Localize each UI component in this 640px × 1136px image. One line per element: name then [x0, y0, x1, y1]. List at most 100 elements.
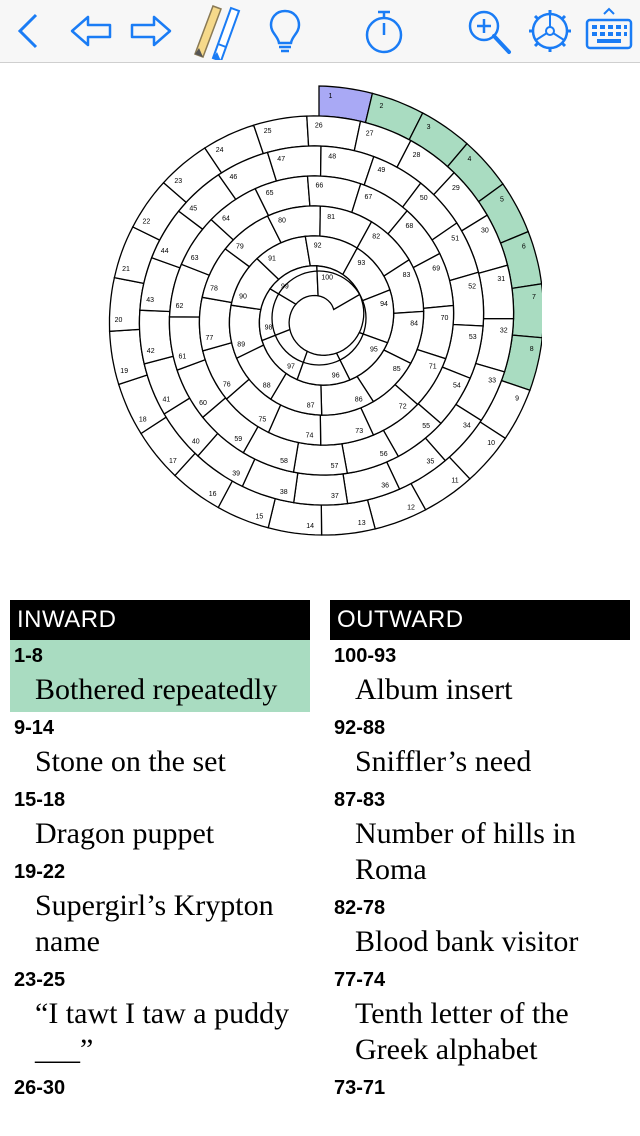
clue-range: 26-30: [14, 1077, 66, 1099]
toolbar: [0, 0, 640, 63]
inward-clue-3[interactable]: 15-18 Dragon puppet: [10, 784, 310, 856]
cell-number: 45: [189, 206, 197, 213]
cell-number: 82: [372, 233, 380, 240]
puzzle-cell[interactable]: [292, 472, 349, 506]
cell-number: 13: [358, 520, 366, 527]
cell-number: 78: [210, 286, 218, 293]
cell-number: 23: [174, 178, 182, 185]
cell-number: 11: [451, 477, 458, 484]
keyboard-icon[interactable]: [582, 0, 636, 62]
cell-number: 5: [500, 196, 504, 203]
cell-number: 38: [280, 489, 288, 496]
clue-text: Sniffler’s need: [355, 745, 532, 778]
stopwatch-icon[interactable]: [356, 0, 412, 62]
cell-number: 34: [463, 422, 471, 429]
clue-range: 77-74: [334, 969, 386, 991]
cell-number: 16: [209, 491, 217, 498]
back-chevron-icon[interactable]: [8, 0, 48, 62]
cell-number: 48: [328, 153, 336, 160]
cell-number: 96: [332, 373, 340, 380]
cell-number: 57: [331, 463, 339, 470]
next-clue-arrow-icon[interactable]: [126, 0, 176, 62]
inward-clue-6[interactable]: 26-30: [10, 1072, 310, 1108]
spiral-center: [271, 270, 367, 366]
cell-number: 33: [488, 378, 496, 385]
cell-number: 90: [239, 294, 247, 301]
cell-number: 15: [256, 513, 264, 520]
puzzle-cell[interactable]: [198, 296, 233, 352]
puzzle-cell[interactable]: [448, 271, 485, 327]
inward-clue-4[interactable]: 19-22 Supergirl’s Krypton name: [10, 856, 310, 964]
clue-range: 23-25: [14, 969, 66, 991]
spiral-puzzle-grid[interactable]: 1234567891011121314151617181920212223242…: [86, 84, 542, 554]
cell-number: 6: [522, 243, 526, 250]
cell-number: 20: [115, 317, 123, 324]
inward-clue-1[interactable]: 1-8 Bothered repeatedly: [10, 640, 310, 712]
inward-clue-2[interactable]: 9-14 Stone on the set: [10, 712, 310, 784]
cell-number: 81: [327, 214, 335, 221]
cell-number: 53: [469, 334, 477, 341]
clue-range: 19-22: [14, 861, 66, 883]
cell-number: 51: [451, 235, 459, 242]
clue-text: Tenth letter of the Greek alphabet: [355, 997, 569, 1066]
puzzle-cell[interactable]: [292, 441, 349, 476]
cell-number: 77: [206, 335, 214, 342]
cell-number: 10: [487, 440, 495, 447]
clue-text: Stone on the set: [35, 745, 226, 778]
cell-number: 74: [306, 433, 314, 440]
cell-number: 49: [378, 167, 386, 174]
outward-clue-6[interactable]: 73-71: [330, 1072, 630, 1108]
cell-number: 18: [139, 416, 147, 423]
cell-number: 12: [407, 505, 415, 512]
settings-wheel-icon[interactable]: [524, 0, 576, 62]
cell-number: 41: [163, 397, 171, 404]
cell-number: 3: [427, 124, 431, 131]
clue-range: 9-14: [14, 717, 55, 739]
inward-clue-5[interactable]: 23-25 “I tawt I taw a puddy ___”: [10, 964, 310, 1072]
cell-number: 62: [176, 303, 184, 310]
clue-text: “I tawt I taw a puddy ___”: [35, 997, 290, 1066]
puzzle-cell[interactable]: [511, 283, 542, 339]
cell-number: 44: [161, 248, 169, 255]
clue-range: 92-88: [334, 717, 386, 739]
cell-number: 58: [280, 458, 288, 465]
outward-clue-2[interactable]: 92-88 Sniffler’s need: [330, 712, 630, 784]
outward-clue-4[interactable]: 82-78 Blood bank visitor: [330, 892, 630, 964]
clue-text: Number of hills in Roma: [355, 817, 576, 886]
cell-number: 85: [393, 366, 401, 373]
cell-number: 37: [331, 493, 339, 500]
pencil-pen-icon[interactable]: [184, 0, 250, 62]
clue-range: 73-71: [334, 1077, 386, 1099]
cell-number: 63: [191, 255, 199, 262]
cell-number: 72: [399, 404, 407, 411]
clue-range: 100-93: [334, 645, 397, 667]
cell-number: 1: [328, 93, 332, 100]
cell-number: 80: [278, 218, 286, 225]
cell-number: 50: [420, 195, 428, 202]
cell-number: 40: [192, 439, 200, 446]
outward-clue-5[interactable]: 77-74 Tenth letter of the Greek alphabet: [330, 964, 630, 1072]
cell-number: 66: [316, 183, 324, 190]
inward-heading: INWARD: [10, 600, 310, 640]
cell-number: 71: [429, 364, 437, 371]
cell-number: 93: [358, 260, 366, 267]
cell-number: 95: [370, 347, 378, 354]
outward-clue-1[interactable]: 100-93 Album insert: [330, 640, 630, 712]
outward-clue-3[interactable]: 87-83 Number of hills in Roma: [330, 784, 630, 892]
cell-number: 100: [321, 274, 333, 281]
puzzle-cell[interactable]: [316, 265, 361, 311]
lightbulb-hint-icon[interactable]: [260, 0, 310, 62]
cell-number: 91: [268, 256, 276, 263]
cell-number: 17: [169, 458, 177, 465]
cell-number: 35: [427, 458, 435, 465]
cell-number: 56: [380, 451, 388, 458]
cell-number: 69: [432, 266, 440, 273]
previous-clue-arrow-icon[interactable]: [66, 0, 116, 62]
zoom-in-icon[interactable]: [462, 0, 516, 62]
cell-number: 83: [403, 272, 411, 279]
clue-range: 82-78: [334, 897, 386, 919]
cell-number: 42: [147, 348, 155, 355]
cell-number: 22: [143, 218, 151, 225]
puzzle-cell[interactable]: [138, 309, 174, 365]
cell-number: 4: [468, 156, 472, 163]
